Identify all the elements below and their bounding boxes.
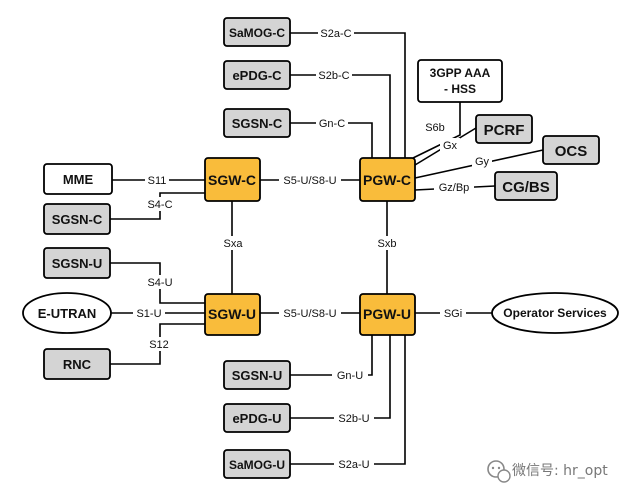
node-cg-bs: CG/BS: [494, 171, 558, 201]
node-epdg-u: ePDG-U: [223, 403, 291, 433]
label-s11: S11: [148, 175, 167, 187]
node-samog-u: SaMOG-U: [223, 449, 291, 479]
node-aaa-hss: 3GPP AAA - HSS: [417, 59, 503, 103]
label-s2a-u: S2a-U: [338, 459, 369, 471]
svg-text:RNC: RNC: [63, 357, 92, 372]
svg-text:CG/BS: CG/BS: [502, 179, 550, 196]
svg-text:PGW-C: PGW-C: [363, 172, 411, 188]
node-sgsn-c-left: SGSN-C: [43, 203, 111, 235]
svg-text:PGW-U: PGW-U: [363, 306, 411, 322]
label-gx: Gx: [443, 140, 458, 152]
link-samog-c-pgw-c: [290, 32, 406, 158]
link-epdg-u-pgw-u: [290, 335, 391, 419]
node-pcrf: PCRF: [475, 114, 533, 144]
svg-text:MME: MME: [63, 172, 94, 187]
node-pgw-u: PGW-U: [359, 293, 416, 336]
svg-text:SaMOG-U: SaMOG-U: [229, 458, 285, 472]
svg-text:Operator Services: Operator Services: [503, 306, 607, 320]
node-pgw-c: PGW-C: [359, 157, 416, 202]
label-s5-s8-u-top: S5-U/S8-U: [283, 175, 336, 187]
node-sgw-c: SGW-C: [204, 157, 261, 202]
link-samog-u-pgw-u: [290, 335, 406, 465]
label-s2a-c: S2a-C: [320, 28, 351, 40]
svg-text:- HSS: - HSS: [444, 82, 476, 96]
label-sxb: Sxb: [378, 238, 397, 250]
svg-text:SGSN-U: SGSN-U: [232, 368, 283, 383]
label-gn-u: Gn-U: [337, 370, 363, 382]
watermark: 微信号: hr_opt: [487, 460, 608, 483]
label-s12: S12: [149, 339, 169, 351]
svg-text:E-UTRAN: E-UTRAN: [38, 306, 97, 321]
svg-text:3GPP AAA: 3GPP AAA: [430, 66, 491, 80]
link-aaa-pgw-c: [412, 102, 461, 159]
svg-text:ePDG-C: ePDG-C: [232, 68, 282, 83]
label-s1-u: S1-U: [136, 308, 161, 320]
label-gy: Gy: [475, 156, 490, 168]
svg-text:SGW-U: SGW-U: [208, 306, 256, 322]
node-sgsn-u-left: SGSN-U: [43, 247, 111, 279]
label-s2b-c: S2b-C: [318, 70, 349, 82]
node-rnc: RNC: [43, 348, 111, 380]
svg-text:SGSN-C: SGSN-C: [52, 212, 103, 227]
svg-text:SGW-C: SGW-C: [208, 172, 256, 188]
svg-text:SGSN-U: SGSN-U: [52, 256, 103, 271]
node-mme: MME: [43, 163, 113, 195]
svg-text:OCS: OCS: [555, 143, 588, 160]
label-sxa: Sxa: [224, 238, 244, 250]
watermark-text: 微信号: hr_opt: [512, 463, 608, 479]
node-ocs: OCS: [542, 135, 600, 165]
node-sgsn-u-bottom: SGSN-U: [223, 360, 291, 390]
interface-labels: S2a-C S2b-C Gn-C S6b Gx Gy Gz/Bp S11 S4-…: [133, 26, 492, 471]
nodes: SaMOG-C ePDG-C SGSN-C 3GPP AAA - HSS PCR…: [22, 17, 619, 479]
node-e-utran: E-UTRAN: [22, 292, 112, 334]
svg-text:SGSN-C: SGSN-C: [232, 116, 283, 131]
node-operator-services: Operator Services: [491, 292, 619, 334]
svg-text:ePDG-U: ePDG-U: [232, 411, 281, 426]
node-sgw-u: SGW-U: [204, 293, 261, 336]
label-s4-c: S4-C: [147, 199, 172, 211]
label-gz-bp: Gz/Bp: [439, 182, 470, 194]
label-s6b: S6b: [425, 122, 445, 134]
wechat-icon: [487, 460, 511, 483]
label-s5-s8-u-bottom: S5-U/S8-U: [283, 308, 336, 320]
label-s4-u: S4-U: [147, 277, 172, 289]
label-s2b-u: S2b-U: [338, 413, 369, 425]
svg-text:PCRF: PCRF: [484, 122, 525, 139]
link-sgsn-u-pgw-u: [290, 335, 373, 376]
node-epdg-c: ePDG-C: [223, 60, 291, 90]
node-samog-c: SaMOG-C: [223, 17, 291, 47]
svg-text:SaMOG-C: SaMOG-C: [229, 26, 285, 40]
label-sgi: SGi: [444, 308, 462, 320]
label-gn-c: Gn-C: [319, 118, 345, 130]
node-sgsn-c-top: SGSN-C: [223, 108, 291, 138]
